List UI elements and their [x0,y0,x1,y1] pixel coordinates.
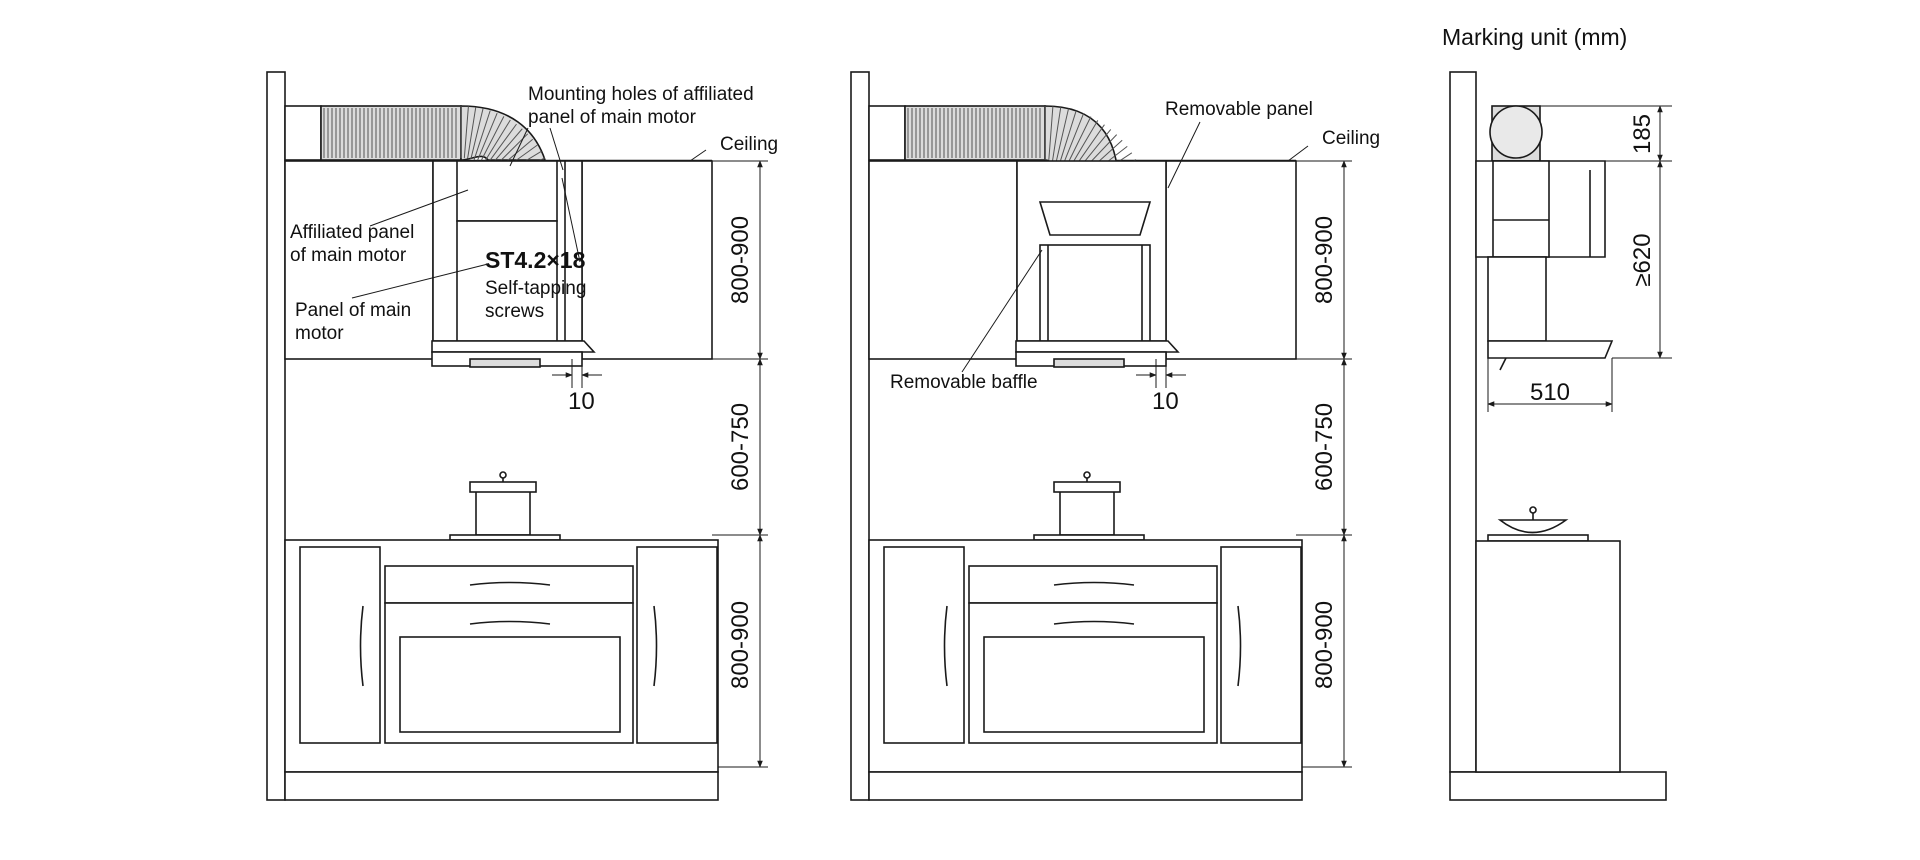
dim-upper-1: 800-900 [727,216,754,304]
label-removable-panel: Removable panel [1165,99,1313,120]
upper-cabinet-right [581,160,713,360]
front-view-removable-parts [850,71,1352,801]
label-mounting-holes-2: panel of main motor [528,107,697,128]
upper-cabinet-left [284,160,434,360]
cooking-pot [449,471,561,541]
range-hood-2 [1015,160,1180,368]
dim-lower-2: 800-900 [1311,601,1338,689]
label-self-tapping-1: Self-tapping [485,278,586,299]
unit-caption: Marking unit (mm) [1442,24,1627,50]
cooking-pot-2 [1033,471,1145,541]
dim-middle-1: 600-750 [727,403,754,491]
label-ceiling-2: Ceiling [1322,128,1380,149]
base-cabinet [284,539,719,801]
range-hood [431,160,596,368]
label-panel-main-1: Panel of main [295,300,411,321]
leader-lines-1 [351,127,707,299]
label-ceiling-1: Ceiling [720,134,778,155]
leader-lines-2 [961,121,1309,373]
dim-lower-1: 800-900 [727,601,754,689]
label-panel-main-2: motor [295,323,344,344]
label-affiliated-panel-1: Affiliated panel [290,222,414,243]
label-screw-spec: ST4.2×18 [485,247,586,273]
side-view [1449,71,1672,801]
label-self-tapping-2: screws [485,301,544,322]
wok-side [1487,506,1589,542]
base-cabinet-2 [868,539,1303,801]
label-mounting-holes-1: Mounting holes of affiliated [528,84,754,105]
dim-upper-2: 800-900 [1311,216,1338,304]
dim-height: ≥620 [1629,233,1656,286]
base-cabinet-side [1475,540,1621,773]
dim-depth: 510 [1530,379,1570,406]
front-view-installation [266,71,768,801]
dim-gap-1: 10 [568,388,595,415]
range-hood-side [1475,160,1614,371]
label-affiliated-panel-2: of main motor [290,245,407,266]
dim-duct: 185 [1629,114,1656,154]
duct-end [1489,105,1543,162]
dim-middle-2: 600-750 [1311,403,1338,491]
dim-gap-2: 10 [1152,388,1179,415]
label-removable-baffle: Removable baffle [890,372,1038,393]
